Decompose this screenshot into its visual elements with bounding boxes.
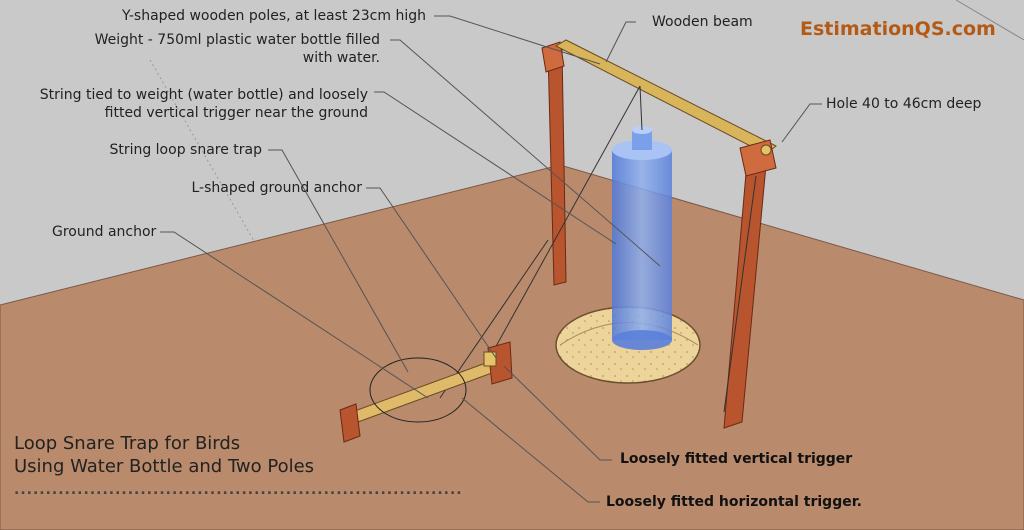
wooden-beam xyxy=(554,39,777,155)
label-horizontal-trigger: Loosely fitted horizontal trigger. xyxy=(606,494,862,510)
diagram-title: Loop Snare Trap for Birds Using Water Bo… xyxy=(14,432,314,478)
label-l-anchor: L-shaped ground anchor xyxy=(191,180,362,196)
label-hole: Hole 40 to 46cm deep xyxy=(826,96,982,112)
string-to-trigger xyxy=(493,85,641,351)
label-loop-snare: String loop snare trap xyxy=(109,142,262,158)
label-y-poles: Y-shaped wooden poles, at least 23cm hig… xyxy=(121,8,426,24)
string-to-bottle xyxy=(639,85,643,131)
label-weight-line2: with water. xyxy=(302,50,380,66)
brand-logo-text[interactable]: EstimationQS.com xyxy=(800,18,996,40)
string-loop-snare xyxy=(369,357,467,423)
leader-lines xyxy=(160,15,822,503)
label-string-line2: fitted vertical trigger near the ground xyxy=(104,105,368,121)
ground-plane xyxy=(0,164,1024,530)
title-line2: Using Water Bottle and Two Poles xyxy=(14,456,315,477)
horizontal-trigger xyxy=(339,341,513,443)
label-wooden-beam: Wooden beam xyxy=(652,14,753,30)
title-line1: Loop Snare Trap for Birds xyxy=(14,433,241,454)
label-string-line1: String tied to weight (water bottle) and… xyxy=(39,87,368,103)
ground-anchor xyxy=(339,403,361,443)
title-underline-dots: ........................................… xyxy=(14,482,463,498)
label-ground-anchor: Ground anchor xyxy=(52,224,157,240)
label-vertical-trigger: Loosely fitted vertical trigger xyxy=(620,451,853,467)
label-weight-line1: Weight - 750ml plastic water bottle fill… xyxy=(94,32,380,48)
water-bottle xyxy=(612,126,672,350)
